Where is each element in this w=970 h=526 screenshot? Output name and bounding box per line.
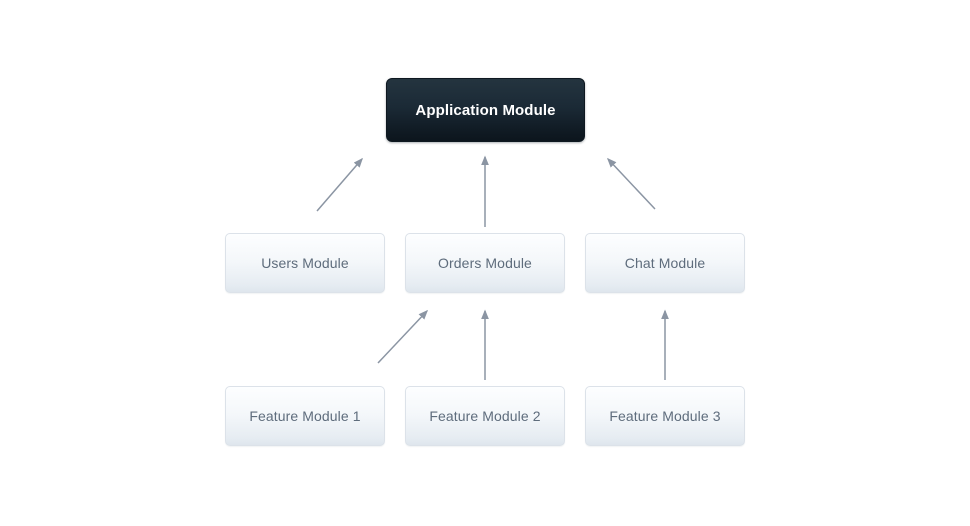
node-chat-module[interactable]: Chat Module xyxy=(585,233,745,293)
node-label-chat-module: Chat Module xyxy=(624,255,706,271)
edge-feature1-to-orders xyxy=(377,309,429,364)
node-label-feature-module-1: Feature Module 1 xyxy=(249,408,361,424)
node-label-feature-module-2: Feature Module 2 xyxy=(429,408,541,424)
node-orders-module[interactable]: Orders Module xyxy=(405,233,565,293)
node-feature-module-2[interactable]: Feature Module 2 xyxy=(405,386,565,446)
node-label-feature-module-3: Feature Module 3 xyxy=(609,408,721,424)
node-users-module[interactable]: Users Module xyxy=(225,233,385,293)
edge-chat-to-application xyxy=(606,157,656,210)
node-application-module[interactable]: Application Module xyxy=(386,78,585,142)
node-feature-module-1[interactable]: Feature Module 1 xyxy=(225,386,385,446)
node-label-orders-module: Orders Module xyxy=(438,255,532,271)
node-feature-module-3[interactable]: Feature Module 3 xyxy=(585,386,745,446)
node-label-application-module: Application Module xyxy=(415,101,556,119)
node-label-users-module: Users Module xyxy=(261,255,349,271)
edge-users-to-application xyxy=(316,157,363,212)
